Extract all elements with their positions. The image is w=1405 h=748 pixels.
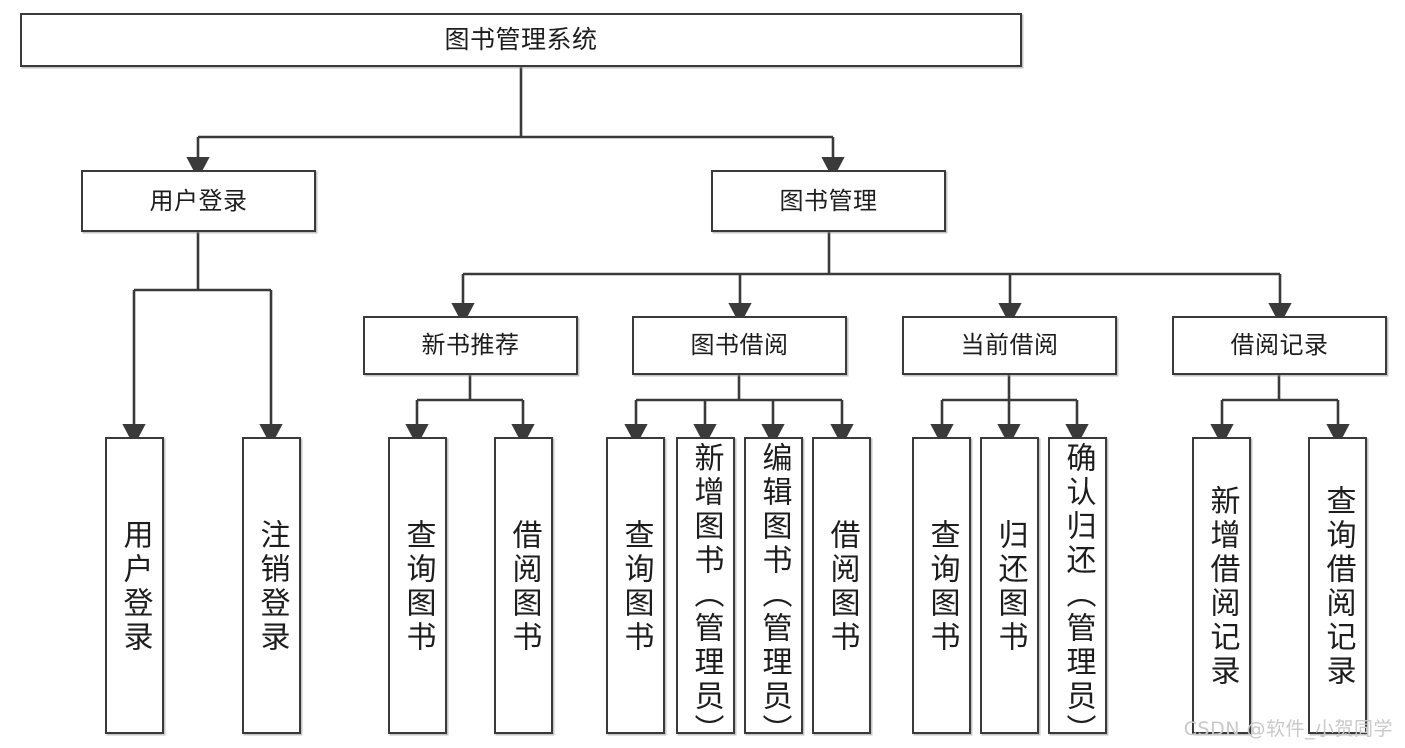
leaf-query-book-recommend[interactable]: 查询图书 <box>388 437 447 734</box>
node-label: 查询图书 <box>400 519 436 655</box>
node-root-book-management-system[interactable]: 图书管理系统 <box>20 13 1022 67</box>
node-user-login[interactable]: 用户登录 <box>81 170 316 232</box>
node-book-borrow[interactable]: 图书借阅 <box>632 316 847 375</box>
node-label: 确认归还（管理员） <box>1060 442 1096 748</box>
node-label: 用户登录 <box>149 186 248 215</box>
node-label: 编辑图书（管理员） <box>756 442 792 748</box>
node-label: 新增借阅记录 <box>1204 485 1240 689</box>
node-label: 借阅图书 <box>824 519 860 655</box>
leaf-confirm-return-admin[interactable]: 确认归还（管理员） <box>1048 437 1107 748</box>
node-label: 图书管理系统 <box>444 25 598 54</box>
node-label: 注销登录 <box>254 519 290 655</box>
leaf-query-borrow-record[interactable]: 查询借阅记录 <box>1308 437 1367 734</box>
leaf-borrow-book-recommend[interactable]: 借阅图书 <box>494 437 553 734</box>
leaf-add-book-admin[interactable]: 新增图书（管理员） <box>676 437 735 748</box>
node-label: 查询图书 <box>618 519 654 655</box>
node-label: 图书借阅 <box>690 331 789 360</box>
leaf-query-book-borrow[interactable]: 查询图书 <box>606 437 665 734</box>
node-label: 借阅图书 <box>506 519 542 655</box>
node-label: 当前借阅 <box>960 331 1059 360</box>
node-label: 新书推荐 <box>421 331 520 360</box>
node-label: 查询图书 <box>924 519 960 655</box>
node-label: 新增图书（管理员） <box>688 442 724 748</box>
csdn-watermark: CSDN @软件_小贺同学 <box>1183 718 1393 740</box>
node-book-management[interactable]: 图书管理 <box>711 170 946 232</box>
node-label: 借阅记录 <box>1230 331 1329 360</box>
leaf-add-borrow-record[interactable]: 新增借阅记录 <box>1192 437 1251 734</box>
node-current-borrow[interactable]: 当前借阅 <box>902 316 1117 375</box>
node-label: 归还图书 <box>992 519 1028 655</box>
node-label: 图书管理 <box>779 186 878 215</box>
node-label: 查询借阅记录 <box>1320 485 1356 689</box>
node-label: 用户登录 <box>117 519 153 655</box>
node-borrow-record[interactable]: 借阅记录 <box>1172 316 1387 375</box>
leaf-user-login[interactable]: 用户登录 <box>105 437 164 734</box>
leaf-borrow-book[interactable]: 借阅图书 <box>812 437 871 734</box>
leaf-logout[interactable]: 注销登录 <box>242 437 301 734</box>
leaf-edit-book-admin[interactable]: 编辑图书（管理员） <box>744 437 803 748</box>
node-new-book-recommend[interactable]: 新书推荐 <box>363 316 578 375</box>
leaf-return-book[interactable]: 归还图书 <box>980 437 1039 734</box>
leaf-query-book-current[interactable]: 查询图书 <box>912 437 971 734</box>
